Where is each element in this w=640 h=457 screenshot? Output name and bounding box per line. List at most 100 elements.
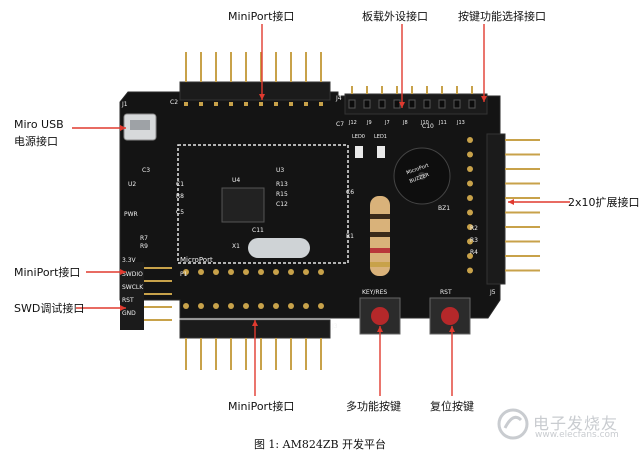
jumper-label: J13 <box>456 120 465 126</box>
label-r7: R7 <box>140 235 148 242</box>
resistor <box>370 196 390 276</box>
pin-pad <box>273 269 279 275</box>
pcb-board <box>119 91 501 319</box>
led0 <box>355 146 363 158</box>
pin-pad <box>274 102 278 106</box>
label-j1: J1 <box>121 101 128 108</box>
expansion-header <box>467 133 540 285</box>
pin-pad <box>467 151 473 158</box>
top-miniport-header <box>179 52 331 106</box>
label-r8: R8 <box>176 193 184 200</box>
swd-pin-label: SWDIO <box>122 271 143 278</box>
callout-bottom-miniport: MiniPort接口 <box>228 400 295 413</box>
label-u4: U4 <box>232 177 240 184</box>
jumper-cap <box>393 99 401 109</box>
label-r1: R1 <box>346 233 354 240</box>
jumper-cap <box>348 99 356 109</box>
label-r15: R15 <box>276 191 288 198</box>
swd-header <box>120 262 172 330</box>
jumper-cap <box>468 99 476 109</box>
pin-pad <box>467 180 473 187</box>
pin-pad <box>213 303 219 309</box>
pin-pad <box>319 102 323 106</box>
arrow-head-icon <box>120 269 126 275</box>
jumper-label: J7 <box>384 120 390 126</box>
jumper-cap <box>453 99 461 109</box>
callout-left-miniport: MiniPort接口 <box>14 266 81 279</box>
label-j4: J4 <box>335 95 342 102</box>
pin-pad <box>303 303 309 309</box>
label-led1: LED1 <box>374 134 387 140</box>
arrow-head-icon <box>377 326 383 332</box>
pin-pad <box>183 269 189 275</box>
pin-pad <box>259 102 263 106</box>
arrow-head-icon <box>449 326 455 332</box>
pin-pad <box>243 303 249 309</box>
pin-pad <box>467 224 473 230</box>
jumper-cap <box>378 99 386 109</box>
mcu-chip <box>221 187 265 223</box>
pin-pad <box>303 269 309 275</box>
label-microport: MicroPort <box>180 256 213 264</box>
pin-pad <box>467 238 473 245</box>
pin-pad <box>229 102 233 106</box>
pin-pad <box>467 267 473 274</box>
pin-pad <box>304 102 308 106</box>
label-r13: R13 <box>276 181 288 188</box>
j4-header <box>344 86 488 115</box>
pin-pad <box>258 269 264 275</box>
arrow-head-icon <box>259 94 265 100</box>
pin-pad <box>467 253 473 259</box>
miniport-socket <box>177 144 349 264</box>
jumper-cap <box>363 99 371 109</box>
label-c10: C10 <box>422 123 434 130</box>
pin-pad <box>467 166 473 172</box>
pin-pad <box>183 303 189 309</box>
pin-pad <box>228 269 234 275</box>
jumper-label: J9 <box>366 120 372 126</box>
watermark-cn: 电子发烧友 <box>533 414 619 433</box>
swd-pin-label: RST <box>122 297 134 304</box>
label-c11: C11 <box>252 227 264 234</box>
callout-expansion: 2x10扩展接口 <box>568 196 640 209</box>
jumper-cap <box>408 99 416 109</box>
pin-pad <box>214 102 218 106</box>
jumper-cap <box>423 99 431 109</box>
pin-pad <box>213 269 219 275</box>
label-c6: C6 <box>346 189 354 196</box>
callout-usb-line2: 电源接口 <box>14 135 58 148</box>
pin-pad <box>198 269 204 275</box>
pin-pad <box>198 303 204 309</box>
pin-pad <box>467 195 473 201</box>
label-r9: R9 <box>140 243 148 250</box>
label-pwr: PWR <box>124 211 138 218</box>
label-j5: J5 <box>489 289 496 296</box>
jumper-label: J10 <box>420 120 429 126</box>
jumper-label: J12 <box>348 120 357 126</box>
watermark: 电子发烧友 www.elecfans.com <box>495 404 635 444</box>
callout-key-select: 按键功能选择接口 <box>458 10 546 23</box>
pin-pad <box>288 303 294 309</box>
arrow-head-icon <box>399 102 405 108</box>
label-u3: U3 <box>276 167 284 174</box>
swd-pin-label: GND <box>122 310 136 317</box>
arrow-head-icon <box>481 96 487 102</box>
label-p1: P1 <box>180 271 188 278</box>
label-c5: C5 <box>176 209 184 216</box>
arrow-head-icon <box>508 199 514 205</box>
arrow-head-icon <box>252 320 258 326</box>
label-c12: C12 <box>276 201 288 208</box>
label-c7: C7 <box>336 121 344 128</box>
reset-button <box>429 297 471 335</box>
label-bz1: BZ1 <box>438 205 450 212</box>
arrow-head-icon <box>120 305 126 311</box>
pin-pad <box>199 102 203 106</box>
jumper-label: J11 <box>438 120 447 126</box>
label-r4: R4 <box>470 249 478 256</box>
label-j3: J3 <box>331 323 338 330</box>
crystal <box>248 238 310 258</box>
jumper-cap <box>438 99 446 109</box>
pin-pad <box>467 137 473 143</box>
